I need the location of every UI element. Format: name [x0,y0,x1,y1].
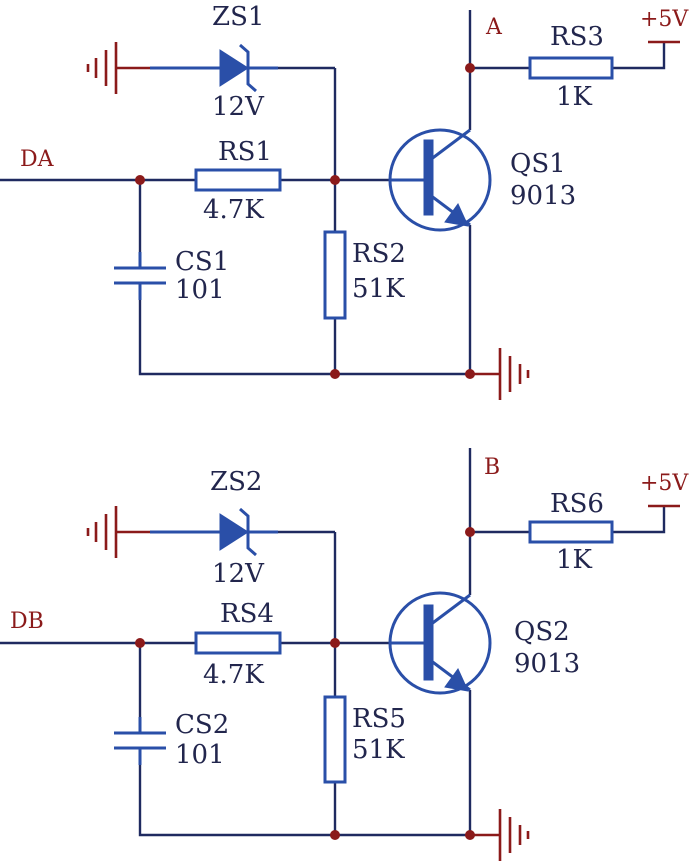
resistor-ref: RS1 [218,137,272,167]
transistor-ref: QS2 [514,617,570,647]
capacitor-ref: CS2 [175,710,229,740]
resistor-value: 51K [352,735,405,765]
junction-dot [330,638,340,648]
zener-ref: ZS1 [212,2,264,32]
circuit-2: ZS2 12V DB RS4 4.7K CS2 101 RS5 51K [0,448,689,861]
zener-diode-2 [150,507,278,557]
ground-icon [86,42,150,94]
resistor-rs2 [323,230,347,320]
zener-ref: ZS2 [210,467,262,497]
resistor-rs1 [194,168,282,192]
resistor-value: 1K [556,82,593,112]
input-label: DA [20,147,55,172]
resistor-ref: RS2 [352,239,406,269]
capacitor-cs1 [114,252,166,300]
junction-dot [465,369,475,379]
junction-dot [135,638,145,648]
transistor-value: 9013 [514,649,580,679]
transistor-qs1 [388,128,492,232]
resistor-rs6 [528,520,614,544]
transistor-qs2 [388,591,492,695]
ground-icon [470,348,530,400]
zener-diode-1 [150,43,278,93]
resistor-ref: RS3 [550,22,604,52]
junction-dot [135,175,145,185]
zener-value: 12V [212,92,265,122]
resistor-rs4 [194,631,282,655]
output-label: A [485,15,503,40]
resistor-rs5 [323,695,347,784]
circuit-1: ZS1 12V DA RS1 4.7K CS1 101 RS2 51K [0,2,689,400]
junction-dot [465,63,475,73]
transistor-value: 9013 [510,181,576,211]
supply-label: +5V [640,471,689,496]
resistor-ref: RS4 [220,599,274,629]
transistor-ref: QS1 [510,149,566,179]
resistor-value: 4.7K [203,195,264,225]
capacitor-cs2 [114,717,166,765]
resistor-value: 4.7K [203,660,264,690]
junction-dot [330,830,340,840]
ground-icon [86,506,150,558]
junction-dot [330,175,340,185]
capacitor-ref: CS1 [175,247,229,277]
junction-dot [330,369,340,379]
resistor-ref: RS5 [352,704,406,734]
capacitor-value: 101 [175,275,225,305]
resistor-value: 51K [352,274,405,304]
resistor-ref: RS6 [550,489,604,519]
resistor-rs3 [528,56,614,80]
junction-dot [465,527,475,537]
input-label: DB [10,609,44,634]
junction-dot [465,830,475,840]
supply-label: +5V [640,7,689,32]
output-label: B [484,455,500,480]
ground-icon [470,809,530,861]
capacitor-value: 101 [175,740,225,770]
zener-value: 12V [212,559,265,589]
resistor-value: 1K [556,545,593,575]
